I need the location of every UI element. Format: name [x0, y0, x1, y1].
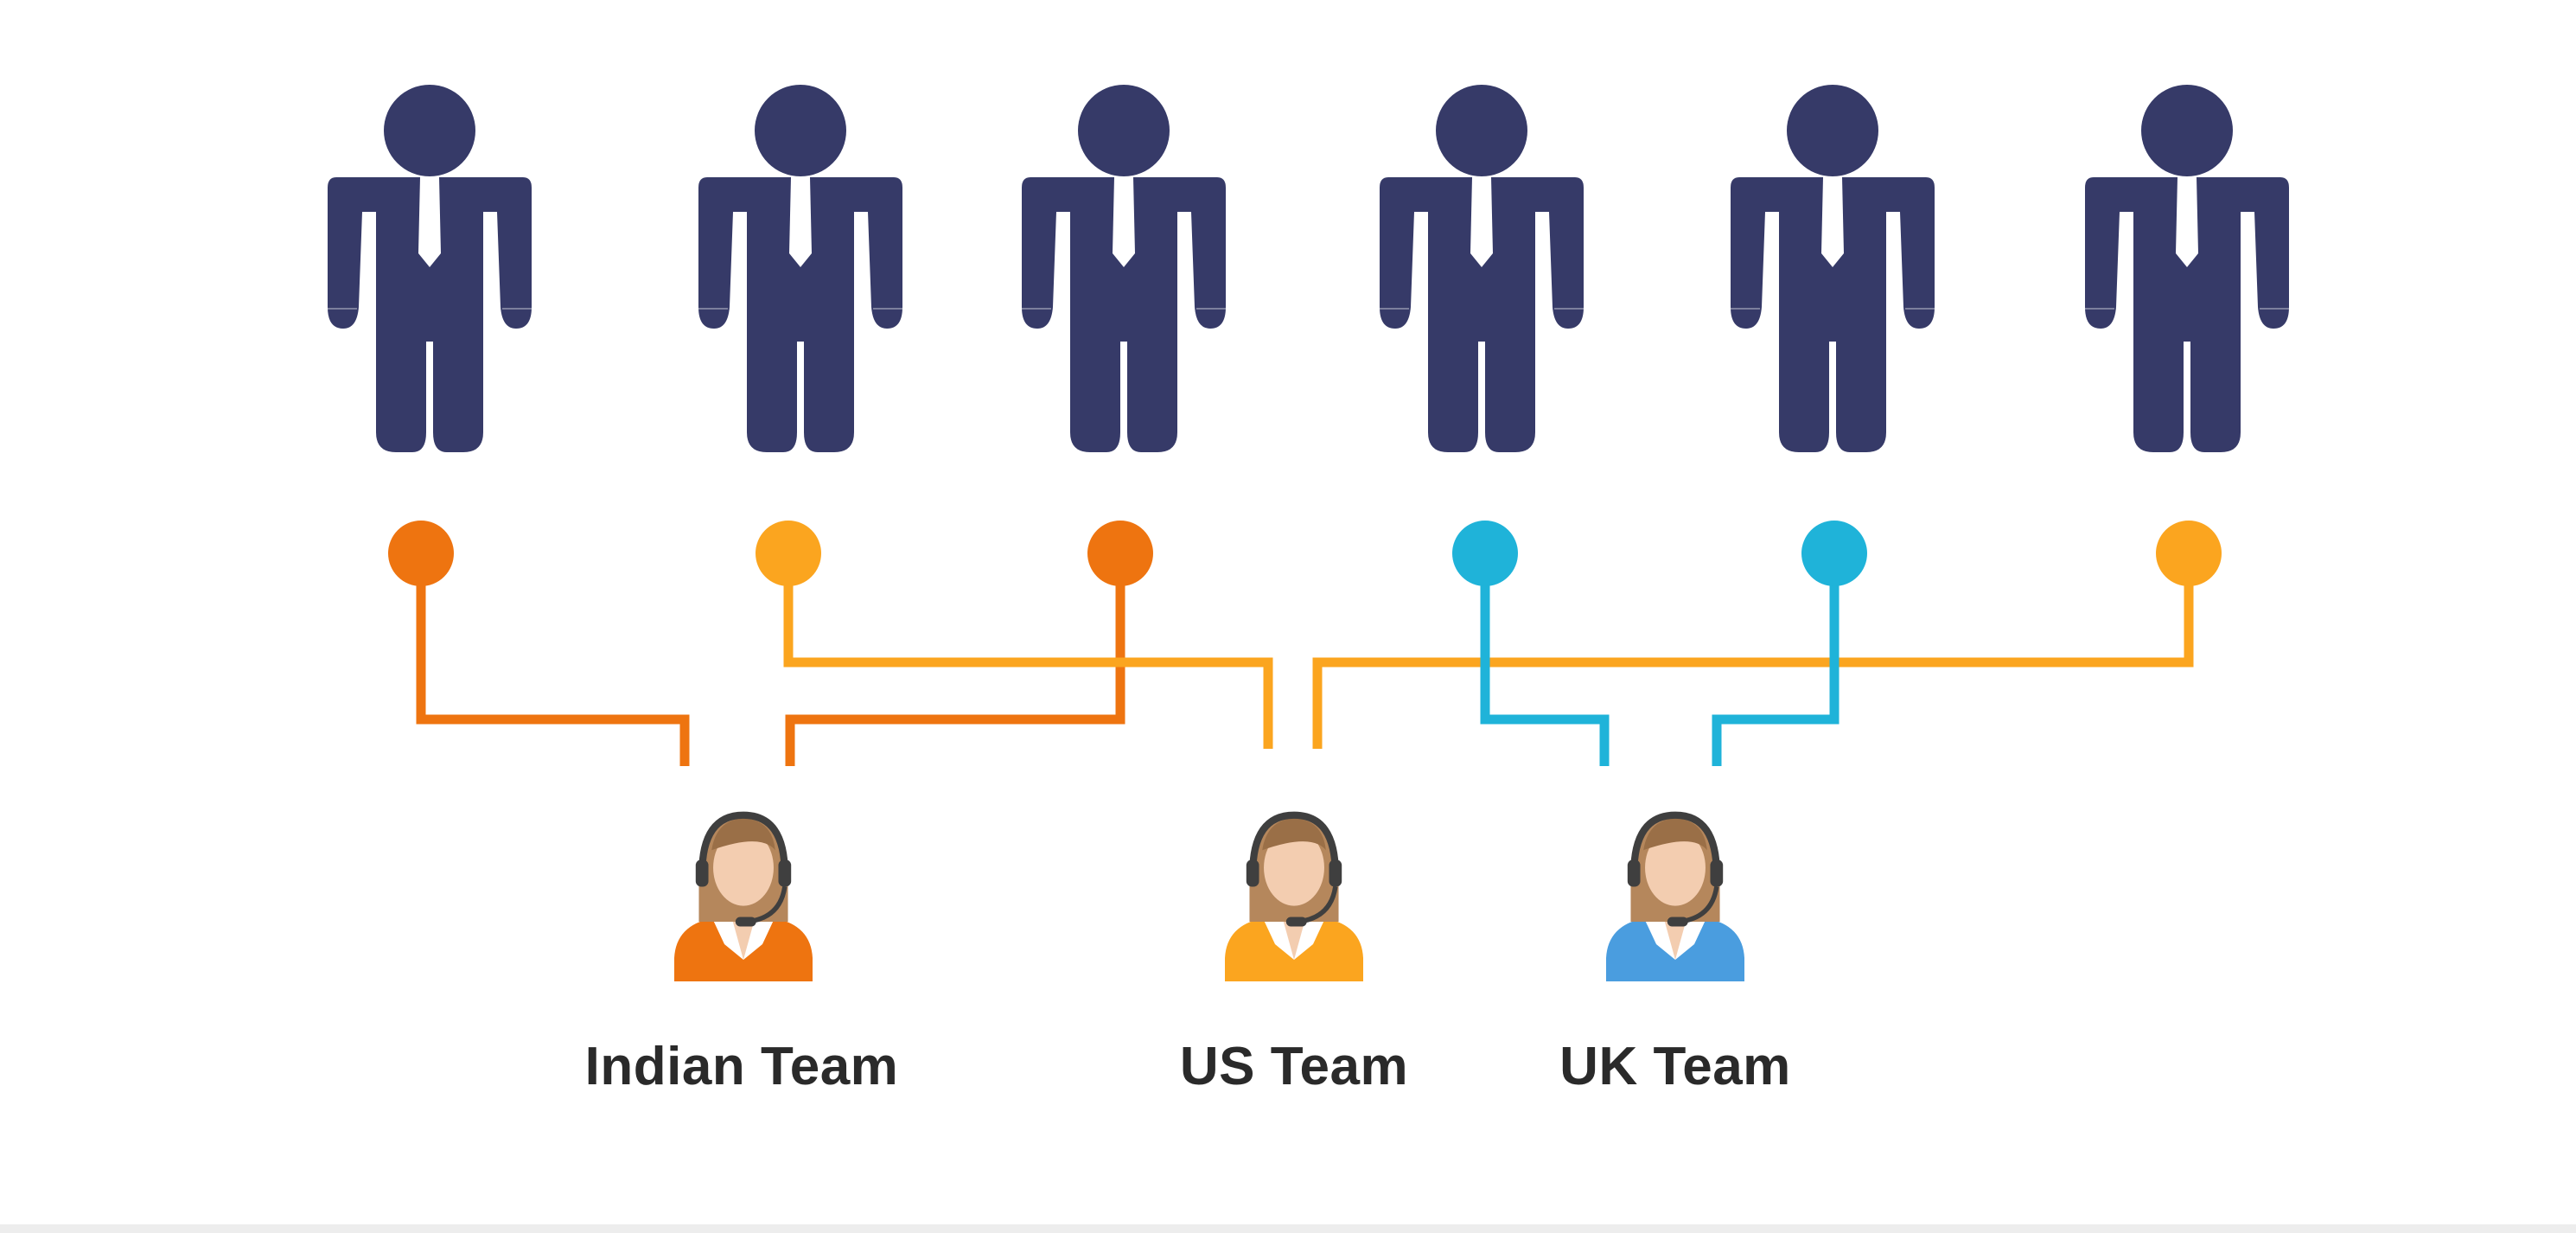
team-dot-indian [388, 521, 454, 586]
team-label-us: US Team [1179, 1037, 1409, 1096]
team-dot-uk [1452, 521, 1518, 586]
connector-line-uk [1712, 553, 1840, 766]
team-label-indian: Indian Team [584, 1037, 899, 1096]
team-dot-us [2156, 521, 2222, 586]
team-label-uk: UK Team [1559, 1037, 1791, 1096]
team-dot-indian [1087, 521, 1153, 586]
businessman-icon [1731, 85, 1935, 452]
bottom-band [0, 1224, 2576, 1233]
connector-line-indian [416, 553, 690, 766]
support-agent-icon [674, 812, 813, 981]
connector-line-us [783, 553, 1273, 749]
support-agent-icon [1606, 812, 1744, 981]
businessman-icon [1380, 85, 1584, 452]
businessman-icon [1022, 85, 1226, 452]
connector-line-uk [1480, 553, 1610, 766]
team-dot-uk [1801, 521, 1867, 586]
businessman-icon [328, 85, 532, 452]
support-agent-icon [1225, 812, 1363, 981]
businessman-icon [2085, 85, 2289, 452]
businessman-icon [698, 85, 902, 452]
connector-line-us [1312, 553, 2194, 749]
team-dot-us [756, 521, 821, 586]
connector-line-indian [785, 553, 1125, 766]
